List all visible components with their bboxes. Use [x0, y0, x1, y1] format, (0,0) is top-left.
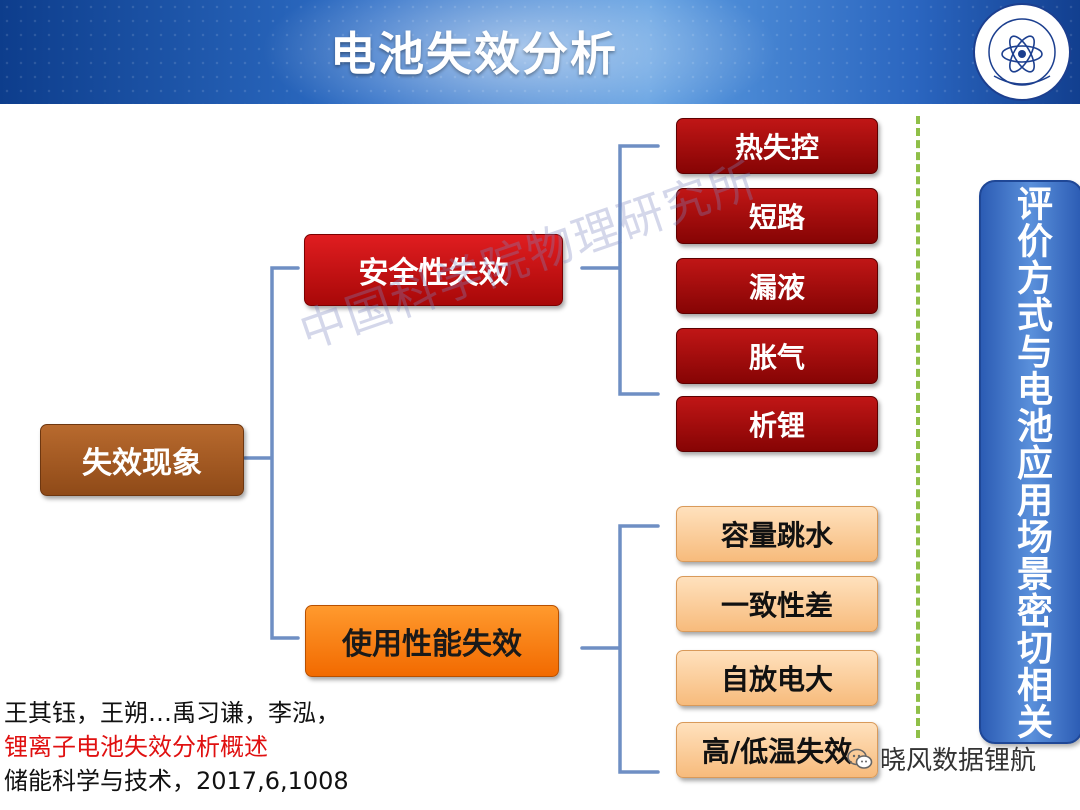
leaf-lithium-plating: 析锂	[676, 396, 878, 452]
wechat-icon	[847, 748, 873, 769]
cas-logo-icon	[973, 3, 1071, 101]
branch-safety: 安全性失效	[304, 234, 563, 306]
leaf-label: 析锂	[748, 409, 805, 442]
header-glow	[260, 0, 780, 104]
root-node: 失效现象	[40, 424, 244, 496]
citation-journal: 储能科学与技术，2017,6,1008	[4, 767, 349, 795]
safety-bracket	[580, 144, 660, 396]
root-bracket	[243, 266, 300, 640]
leaf-short-circuit: 短路	[676, 188, 878, 244]
leaf-label: 容量跳水	[720, 519, 833, 552]
root-node-label: 失效现象	[82, 446, 202, 481]
branch-performance: 使用性能失效	[305, 605, 559, 677]
citation: 王其钰，王朔…禹习谦，李泓， 锂离子电池失效分析概述 储能科学与技术，2017,…	[4, 696, 349, 798]
leaf-swelling: 胀气	[676, 328, 878, 384]
leaf-label: 漏液	[748, 271, 805, 304]
branch-performance-label: 使用性能失效	[342, 627, 522, 662]
leaf-high-self-discharge: 自放电大	[676, 650, 878, 706]
leaf-leakage: 漏液	[676, 258, 878, 314]
evaluation-note-box: 评价方式与电池应用场景密切相关	[979, 180, 1080, 744]
leaf-label: 短路	[748, 201, 805, 234]
branch-safety-label: 安全性失效	[358, 256, 509, 291]
header-banner: 电池失效分析	[0, 0, 1080, 104]
wechat-label: 晓风数据锂航	[880, 746, 1037, 776]
wechat-badge: 晓风数据锂航	[846, 740, 1036, 777]
citation-title: 锂离子电池失效分析概述	[4, 733, 268, 761]
leaf-label: 高/低温失效	[701, 735, 853, 768]
leaf-label: 一致性差	[720, 589, 833, 622]
performance-bracket	[580, 524, 660, 774]
evaluation-note-text: 评价方式与电池应用场景密切相关	[1011, 184, 1052, 740]
citation-authors: 王其钰，王朔…禹习谦，李泓，	[4, 699, 340, 727]
header-pattern	[0, 0, 1080, 104]
leaf-thermal-runaway: 热失控	[676, 118, 878, 174]
page-title: 电池失效分析	[330, 27, 618, 81]
leaf-label: 热失控	[734, 131, 819, 164]
leaf-capacity-dive: 容量跳水	[676, 506, 878, 562]
leaf-temperature-failure: 高/低温失效	[676, 722, 878, 778]
dashed-divider	[916, 116, 920, 738]
leaf-poor-consistency: 一致性差	[676, 576, 878, 632]
leaf-label: 自放电大	[720, 663, 833, 696]
leaf-label: 胀气	[748, 341, 805, 374]
